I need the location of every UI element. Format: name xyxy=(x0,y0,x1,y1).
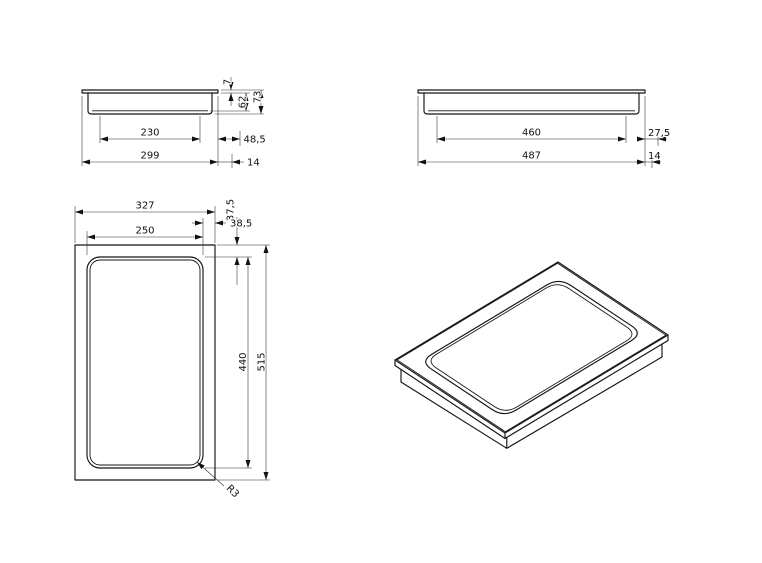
dim-inner-depth: 62 xyxy=(238,96,249,109)
dim-inner-length: 440 xyxy=(238,352,249,371)
dim-outer-width: 327 xyxy=(135,201,154,212)
side-view-large: 460 27,5 487 14 xyxy=(417,89,672,168)
plan-view: 327 250 37,5 38,5 440 515 R3 xyxy=(74,198,270,502)
side-view-small: 7 62 73 230 48,5 299 14 xyxy=(81,77,267,170)
dim-total-height: 73 xyxy=(253,91,264,104)
body-bottom-edge xyxy=(400,356,663,449)
body-section xyxy=(87,92,213,115)
flange-thickness-edges xyxy=(394,334,669,440)
opening-outer-line xyxy=(425,280,638,415)
flange-section xyxy=(81,89,219,94)
dim-outer-length: 515 xyxy=(257,352,268,371)
outer-panel xyxy=(74,244,216,481)
dim-margin-horizontal: 38,5 xyxy=(230,219,252,230)
dim-flange-offset: 27,5 xyxy=(648,128,670,139)
flange-section xyxy=(417,89,646,94)
basin-opening-outer xyxy=(86,256,204,469)
flange-bottom-edge xyxy=(394,339,669,440)
flange-inner-edge xyxy=(396,262,667,433)
dim-overall-width: 487 xyxy=(522,151,541,162)
dim-flange-offset: 48,5 xyxy=(244,135,266,146)
dim-edge-offset: 14 xyxy=(648,151,661,162)
body-corner-edges xyxy=(400,343,663,449)
dim-overall-width: 299 xyxy=(140,151,159,162)
dim-margin-vertical: 37,5 xyxy=(226,199,237,221)
dim-edge-offset: 14 xyxy=(247,158,260,169)
opening-inner-line xyxy=(430,284,633,411)
dim-corner-radius: R3 xyxy=(224,483,241,500)
isometric-view xyxy=(394,261,669,449)
body-section xyxy=(423,92,640,115)
dim-base-width: 460 xyxy=(522,128,541,139)
dim-inner-width: 250 xyxy=(135,226,154,237)
flange-top-face xyxy=(394,261,669,434)
basin-opening-inner xyxy=(89,259,201,466)
dim-base-width: 230 xyxy=(140,128,159,139)
dim-flange-thickness: 7 xyxy=(223,79,234,85)
